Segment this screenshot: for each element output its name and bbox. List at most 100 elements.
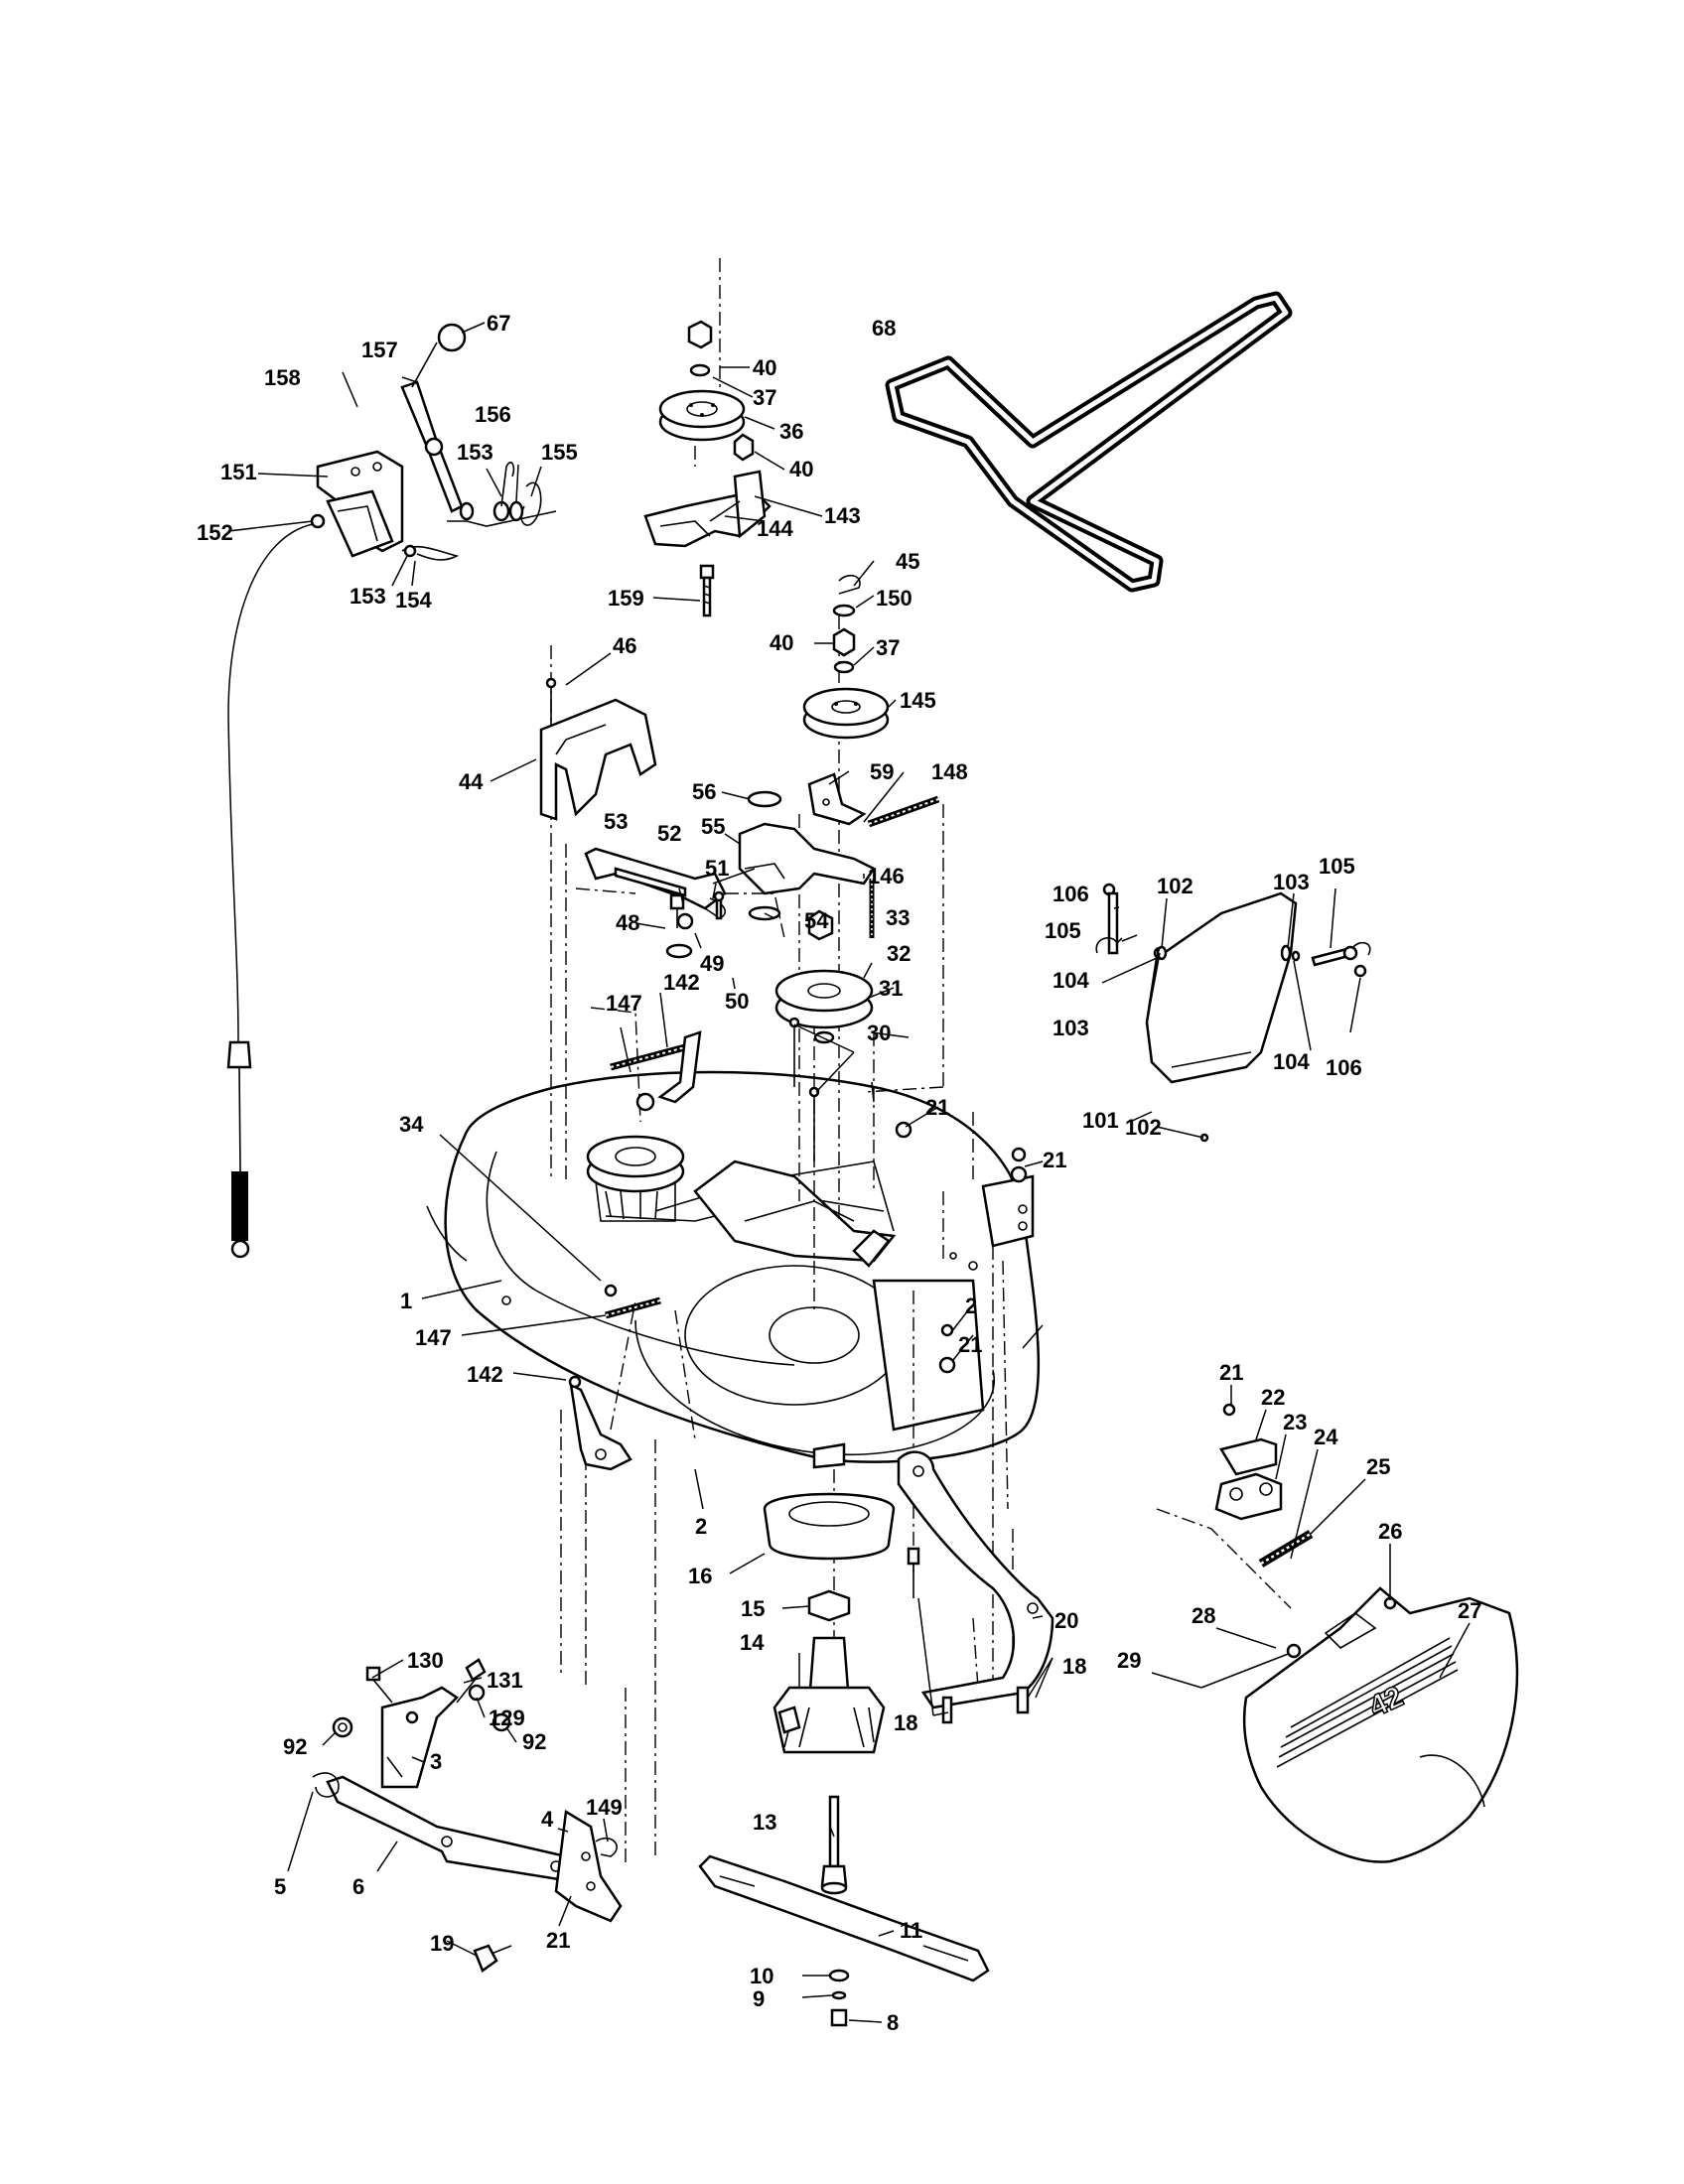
lift-handle-bracket xyxy=(316,450,404,558)
deck-left-pulley xyxy=(586,1135,685,1222)
callout-26: 26 xyxy=(1378,1519,1402,1544)
callout-2: 2 xyxy=(965,1294,977,1318)
mower-blade xyxy=(698,1854,990,2027)
callout-2: 2 xyxy=(695,1514,707,1539)
callout-53: 53 xyxy=(604,809,628,834)
idler-bolt xyxy=(699,564,715,617)
callout-34: 34 xyxy=(399,1112,424,1137)
callout-104: 104 xyxy=(1273,1049,1310,1074)
callout-19: 19 xyxy=(430,1931,454,1956)
callout-37: 37 xyxy=(753,385,776,410)
callout-156: 156 xyxy=(475,402,511,427)
callout-144: 144 xyxy=(757,516,793,541)
callout-54: 54 xyxy=(804,908,829,933)
callout-13: 13 xyxy=(753,1810,776,1835)
front-hanger-bracket xyxy=(380,1686,459,1789)
callout-142: 142 xyxy=(467,1362,503,1387)
callout-44: 44 xyxy=(459,769,484,794)
mower-deck-housing xyxy=(426,1070,1041,1469)
callout-9: 9 xyxy=(753,1986,765,2011)
callout-21: 21 xyxy=(925,1095,949,1120)
deck-hanger-spring-rear xyxy=(610,1030,702,1112)
callout-37: 37 xyxy=(876,635,900,660)
callout-48: 48 xyxy=(616,910,639,935)
center-bolts-30 xyxy=(604,1017,1028,1374)
callout-50: 50 xyxy=(725,989,749,1014)
callout-14: 14 xyxy=(740,1630,765,1655)
callout-104: 104 xyxy=(1052,968,1089,993)
chute-hinge-bracket xyxy=(1214,1403,1283,1521)
bracket-hardware xyxy=(332,1658,512,1973)
callout-15: 15 xyxy=(741,1596,765,1621)
front-link-arm xyxy=(312,1772,578,1883)
callout-67: 67 xyxy=(487,311,510,336)
callout-68: 68 xyxy=(872,316,896,341)
callout-29: 29 xyxy=(1117,1648,1141,1673)
callout-5: 5 xyxy=(274,1874,286,1899)
callout-129: 129 xyxy=(489,1706,525,1730)
callout-142: 142 xyxy=(663,970,700,995)
callout-32: 32 xyxy=(887,941,911,966)
idler-pulley-second xyxy=(802,574,890,740)
callout-92: 92 xyxy=(283,1734,307,1759)
callout-30: 30 xyxy=(867,1021,891,1045)
callout-40: 40 xyxy=(770,630,793,655)
baffle-bolts xyxy=(907,1547,1030,1724)
callout-21: 21 xyxy=(1043,1148,1066,1172)
callout-8: 8 xyxy=(887,2010,899,2035)
callout-4: 4 xyxy=(541,1807,554,1832)
callout-56: 56 xyxy=(692,779,716,804)
callout-52: 52 xyxy=(657,821,681,846)
callout-154: 154 xyxy=(395,588,432,613)
callout-51: 51 xyxy=(705,856,729,881)
callout-103: 103 xyxy=(1052,1016,1089,1040)
callout-labels: 67 157 158 156 153 155 151 152 153 154 4… xyxy=(197,311,1481,2035)
callout-36: 36 xyxy=(779,419,803,444)
callout-20: 20 xyxy=(1054,1608,1078,1633)
callout-147: 147 xyxy=(606,991,642,1016)
leader-lines xyxy=(227,322,1471,2023)
callout-131: 131 xyxy=(487,1668,523,1693)
callout-151: 151 xyxy=(220,460,257,484)
callout-106: 106 xyxy=(1052,882,1089,906)
idler-arm xyxy=(738,772,876,921)
callout-6: 6 xyxy=(352,1874,364,1899)
callout-16: 16 xyxy=(688,1564,712,1588)
callout-31: 31 xyxy=(879,976,903,1001)
center-spindle-pulley xyxy=(774,909,874,1044)
callout-152: 152 xyxy=(197,520,233,545)
callout-40: 40 xyxy=(789,457,813,481)
callout-106: 106 xyxy=(1326,1055,1362,1080)
callout-21: 21 xyxy=(1219,1360,1243,1385)
callout-28: 28 xyxy=(1192,1603,1215,1628)
callout-27: 27 xyxy=(1458,1598,1481,1623)
callout-55: 55 xyxy=(701,814,725,839)
callout-145: 145 xyxy=(900,688,936,713)
idler-bracket xyxy=(643,470,772,548)
callout-102: 102 xyxy=(1157,874,1193,898)
callout-25: 25 xyxy=(1366,1454,1390,1479)
deck-hanger-spring-front xyxy=(568,1297,661,1471)
callout-148: 148 xyxy=(931,759,968,784)
lift-clip-parts xyxy=(401,462,557,561)
spindle-housing xyxy=(763,1492,896,1754)
deck-baffle xyxy=(897,1450,1054,1709)
callout-3: 3 xyxy=(430,1749,442,1774)
idler-springs xyxy=(867,795,940,938)
callout-158: 158 xyxy=(264,365,301,390)
callout-11: 11 xyxy=(900,1918,922,1943)
callout-147: 147 xyxy=(415,1325,452,1350)
callout-40: 40 xyxy=(753,355,776,380)
callout-101: 101 xyxy=(1082,1108,1119,1133)
idler-arm-bracket xyxy=(584,847,727,959)
chute-spring xyxy=(1200,1530,1397,1689)
callout-24: 24 xyxy=(1314,1425,1338,1449)
callout-105: 105 xyxy=(1319,854,1355,879)
lift-handle xyxy=(400,323,467,513)
drive-belt xyxy=(885,291,1293,593)
callout-21: 21 xyxy=(958,1332,982,1357)
callout-18: 18 xyxy=(1062,1654,1086,1679)
deck-right-bracket xyxy=(981,1174,1035,1248)
callout-103: 103 xyxy=(1273,870,1310,894)
callout-21: 21 xyxy=(546,1928,570,1953)
